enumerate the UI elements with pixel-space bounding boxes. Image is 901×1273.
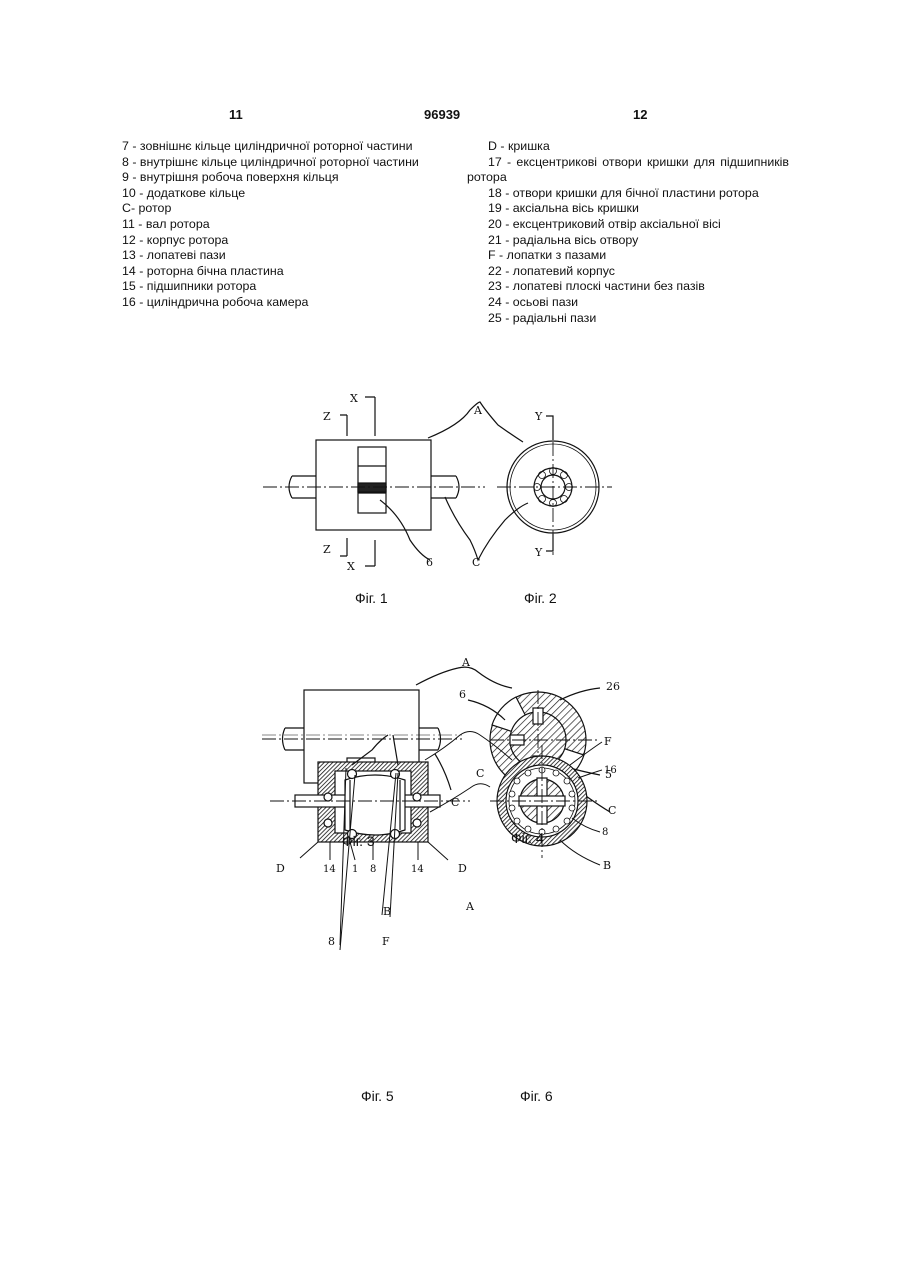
fig3-label-a: A (461, 656, 471, 669)
fig1-label-6: 6 (426, 556, 433, 569)
fig4-label-26: 26 (606, 680, 620, 693)
figure-1-rotor-side-view (263, 397, 528, 566)
fig5-label-8-bottom: 8 (370, 864, 376, 875)
fig5-label-b: B (383, 905, 391, 918)
fig5-label-d-right: D (458, 862, 467, 875)
fig6-label-b: B (603, 859, 611, 872)
fig3-caption: Фіг. 3 (342, 833, 375, 849)
fig1-label-a: A (473, 404, 483, 417)
fig1-label-z-bottom: Z (323, 543, 331, 556)
fig2-label-y-top: Y (534, 410, 543, 423)
fig1-label-z-top: Z (323, 410, 331, 423)
figure-5-assembly-section (270, 732, 512, 953)
fig5-label-14-left: 14 (323, 864, 336, 875)
fig1-label-x-bottom: X (347, 560, 355, 573)
fig2-label-y-bottom: Y (534, 546, 543, 559)
fig5-label-1: 1 (352, 864, 358, 875)
fig6-label-f: F (604, 735, 612, 748)
fig5-label-a: A (465, 900, 475, 913)
fig2-caption: Фіг. 2 (524, 590, 557, 606)
fig4-label-c: C (608, 804, 616, 817)
fig1-label-x-top: X (350, 392, 358, 405)
fig1-label-c: C (472, 556, 480, 569)
fig4-caption: Фіг. 4 (511, 830, 544, 846)
fig6-label-16: 16 (604, 765, 617, 776)
fig5-label-c: C (476, 767, 484, 780)
fig5-label-14-right: 14 (411, 864, 424, 875)
fig5-label-f: F (382, 935, 390, 948)
fig5-label-d-left: D (276, 862, 285, 875)
fig6-caption: Фіг. 6 (520, 1088, 553, 1104)
fig5-label-8-top: 8 (328, 935, 335, 948)
fig5-caption: Фіг. 5 (361, 1088, 394, 1104)
fig1-caption: Фіг. 1 (355, 590, 388, 606)
fig6-label-8: 8 (602, 827, 608, 838)
fig4-label-6: 6 (459, 688, 466, 701)
